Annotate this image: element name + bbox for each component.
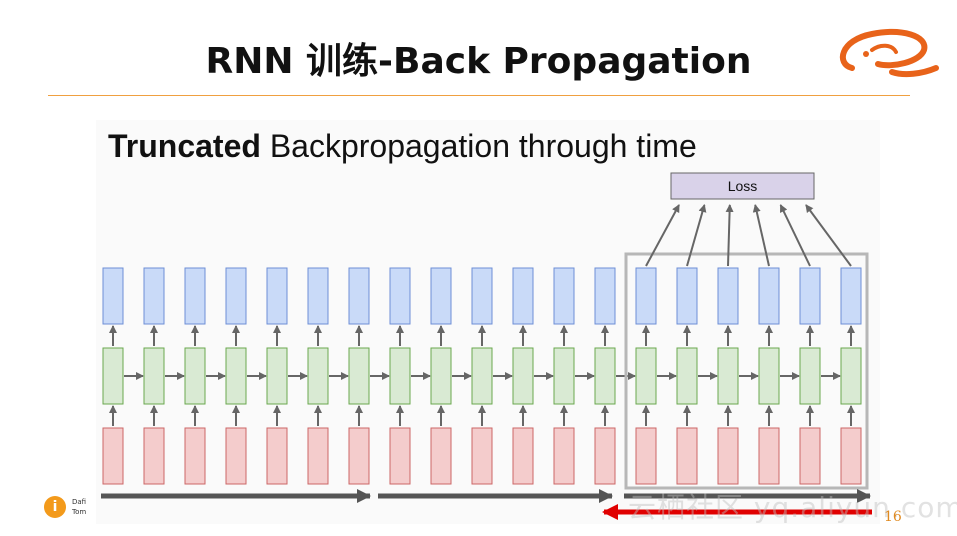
input-box (758, 427, 780, 485)
footer-text-line1: Dafi (72, 498, 87, 506)
output-box (266, 267, 288, 325)
output-to-loss-arrow (725, 204, 734, 267)
hidden-box (184, 347, 206, 405)
input-box (430, 427, 452, 485)
output-to-loss-arrow (645, 204, 680, 267)
output-box (758, 267, 780, 325)
output-box (307, 267, 329, 325)
input-box (471, 427, 493, 485)
hidden-box (348, 347, 370, 405)
input-box (717, 427, 739, 485)
truncation-window-frame (624, 252, 869, 490)
output-box (389, 267, 411, 325)
loss-box (670, 172, 815, 200)
page-number: 16 (884, 509, 902, 525)
output-box (512, 267, 534, 325)
input-box (553, 427, 575, 485)
info-icon: i (44, 496, 66, 518)
output-to-loss-arrow (686, 204, 707, 267)
slide-title: RNN 训练-Back Propagation (205, 41, 752, 82)
input-box (799, 427, 821, 485)
input-box (840, 427, 862, 485)
input-box (102, 427, 124, 485)
input-box (389, 427, 411, 485)
output-box (143, 267, 165, 325)
hidden-box (758, 347, 780, 405)
hidden-box (512, 347, 534, 405)
hidden-box (225, 347, 247, 405)
output-box (553, 267, 575, 325)
hidden-box (102, 347, 124, 405)
hidden-box (471, 347, 493, 405)
output-box (184, 267, 206, 325)
output-box (594, 267, 616, 325)
input-box (266, 427, 288, 485)
output-box (799, 267, 821, 325)
output-box (676, 267, 698, 325)
hidden-box (676, 347, 698, 405)
hidden-box (553, 347, 575, 405)
input-box (594, 427, 616, 485)
output-box (635, 267, 657, 325)
panel-heading-bold: Truncated (108, 128, 261, 164)
watermark: 云栖社区 yq.aliyun.com (628, 491, 957, 524)
output-box (471, 267, 493, 325)
footer-text-line2: Tom (72, 508, 87, 516)
panel-heading-rest: Backpropagation through time (260, 128, 697, 164)
output-box (102, 267, 124, 325)
output-box (348, 267, 370, 325)
input-box (348, 427, 370, 485)
input-box (184, 427, 206, 485)
output-box (225, 267, 247, 325)
output-box (717, 267, 739, 325)
title-divider (48, 95, 910, 96)
output-to-loss-arrow (752, 204, 770, 267)
output-box (840, 267, 862, 325)
input-box (635, 427, 657, 485)
input-box (676, 427, 698, 485)
output-to-loss-arrow (805, 204, 852, 267)
footer-text: Dafi Tom (72, 497, 102, 517)
panel-heading: Truncated Backpropagation through time (108, 126, 697, 166)
hidden-box (143, 347, 165, 405)
hidden-box (389, 347, 411, 405)
hidden-box (594, 347, 616, 405)
input-box (512, 427, 534, 485)
input-box (143, 427, 165, 485)
hidden-box (840, 347, 862, 405)
input-box (225, 427, 247, 485)
output-box (430, 267, 452, 325)
output-to-loss-arrow (779, 204, 811, 267)
hidden-box (266, 347, 288, 405)
loss-label: Loss (728, 178, 758, 194)
hidden-box (799, 347, 821, 405)
alibaba-logo-icon (839, 28, 939, 78)
hidden-box (430, 347, 452, 405)
hidden-box (635, 347, 657, 405)
input-box (307, 427, 329, 485)
hidden-box (307, 347, 329, 405)
hidden-box (717, 347, 739, 405)
